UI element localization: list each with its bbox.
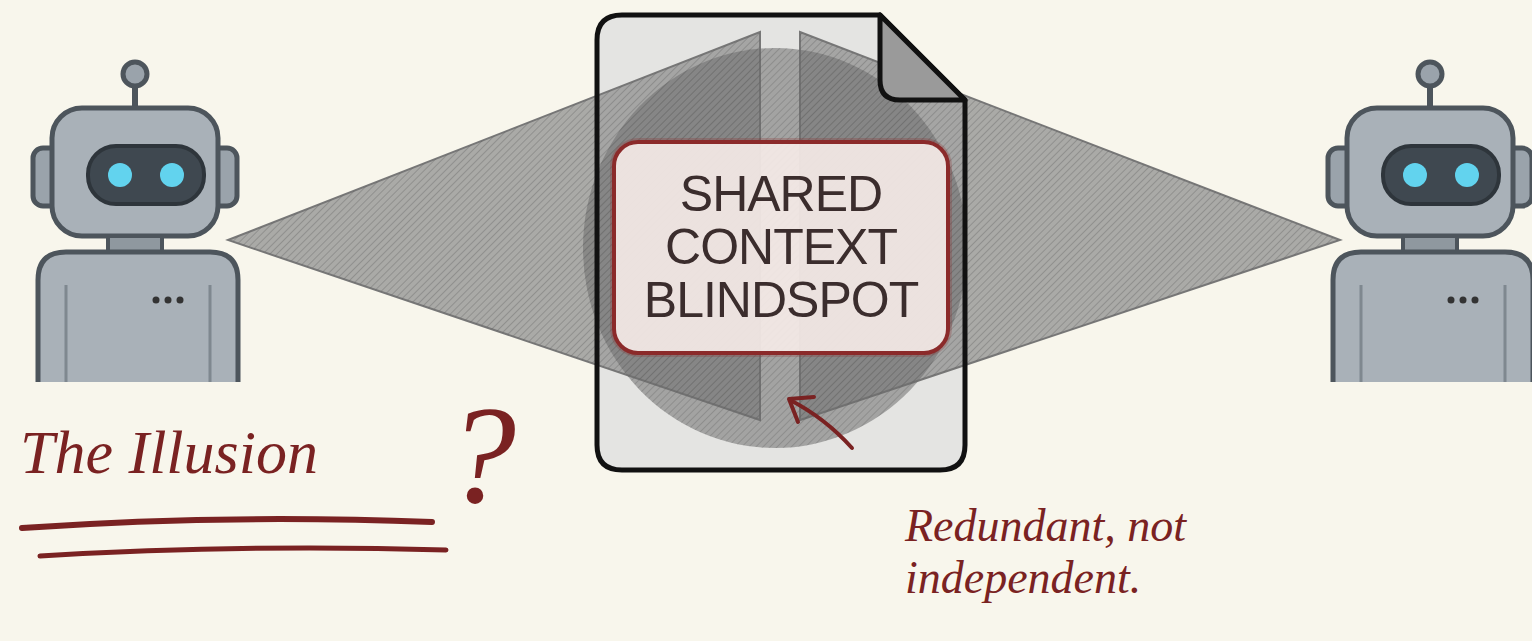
robot-eye (1455, 163, 1479, 187)
robot-antenna-ball (1418, 62, 1442, 86)
robot-dot (1460, 297, 1467, 304)
annotation-note: Redundant, not independent. (905, 500, 1265, 603)
robot-head (1347, 108, 1513, 236)
robot-dot (1472, 297, 1479, 304)
underline (22, 519, 432, 528)
robot-head (52, 108, 218, 236)
document-outline (597, 15, 965, 470)
handwritten-title: ? (446, 385, 526, 525)
underline (40, 548, 446, 556)
robot-dot (1448, 297, 1455, 304)
text-box: SHARED CONTEXT BLINDSPOT (612, 140, 950, 355)
robot-eye (160, 163, 184, 187)
callout-arrow (790, 400, 852, 448)
robot-dot (165, 297, 172, 304)
handwritten-title: The Illusion (20, 418, 440, 486)
robot-dot (177, 297, 184, 304)
box-text: SHARED CONTEXT BLINDSPOT (631, 168, 931, 327)
arrow-head (789, 397, 814, 422)
robot (33, 62, 238, 382)
document-fold (880, 15, 965, 100)
robot (1328, 62, 1532, 382)
robot-antenna-ball (123, 62, 147, 86)
robot-panel (1361, 285, 1505, 382)
robot-eye (108, 163, 132, 187)
robot-body (38, 252, 238, 382)
blindspot-circle (583, 48, 967, 448)
blindspot-hatch (583, 48, 967, 448)
robot-visor (1383, 146, 1499, 204)
robot-panel (66, 285, 210, 382)
robot-eye (1403, 163, 1427, 187)
robot-visor (88, 146, 204, 204)
robot-dot (153, 297, 160, 304)
robot-body (1333, 252, 1532, 382)
